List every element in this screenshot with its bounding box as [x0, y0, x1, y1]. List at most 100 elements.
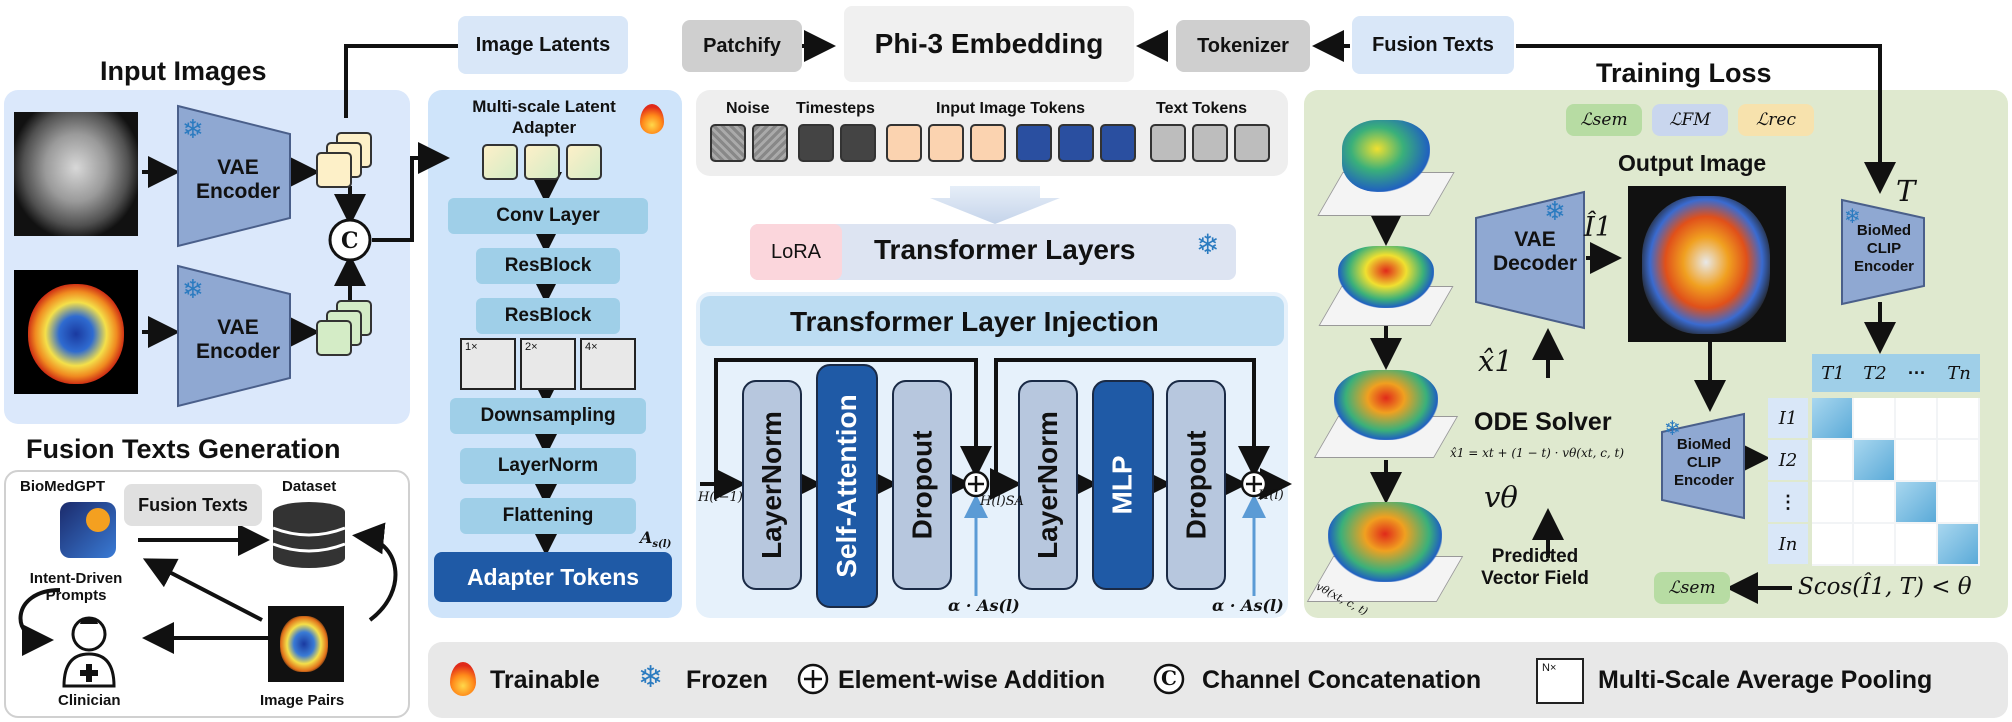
- flattening-block: Flattening: [460, 498, 636, 534]
- surface-plot-1: [1317, 112, 1455, 220]
- pool-label-1: 1×: [465, 341, 478, 353]
- dropout-2-text: Dropout: [1180, 430, 1212, 540]
- dataset-label: Dataset: [282, 478, 337, 495]
- resblock-2: ResBlock: [476, 298, 620, 334]
- input-image-tokens-label: Input Image Tokens: [936, 100, 1086, 117]
- input-images-title: Input Images: [100, 56, 267, 86]
- training-loss-title: Training Loss: [1596, 58, 1772, 88]
- h-out-label: H(l): [1258, 488, 1284, 503]
- dropout-1: Dropout: [892, 380, 952, 590]
- image-pairs-label: Image Pairs: [260, 692, 345, 709]
- i-row-header: In: [1768, 524, 1808, 564]
- snowflake-icon: ❄: [638, 661, 664, 694]
- t-col-header: Tn: [1938, 354, 1980, 392]
- x-hat-1-label: x̂1: [1478, 344, 1513, 378]
- t-label: T: [1896, 174, 1916, 208]
- layernorm-2: LayerNorm: [1018, 380, 1078, 590]
- pool-box-2: 2×: [520, 338, 576, 390]
- ode-equation: x̂1 = xt + (1 − t) · vθ(xt, c, t): [1450, 446, 1625, 460]
- t-col-label: ···: [1908, 362, 1926, 383]
- concat-symbol: C: [341, 228, 359, 254]
- biomed-clip-shape-2: [1661, 412, 1745, 520]
- pool-box-4: 4×: [580, 338, 636, 390]
- mlp-block: MLP: [1092, 380, 1154, 590]
- layernorm-1-text: LayerNorm: [756, 411, 787, 559]
- layernorm-block: LayerNorm: [460, 448, 636, 484]
- legend-element-add: Element-wise Addition: [838, 666, 1106, 694]
- self-attention-block: Self-Attention: [816, 364, 878, 608]
- vae-decoder-shape: [1475, 190, 1585, 330]
- vae-encoder-label-2: VAE Encoder: [195, 316, 281, 363]
- h-in-label: H(l−1): [698, 490, 743, 505]
- snowflake-icon: ❄: [1844, 206, 1861, 228]
- snowflake-icon: ❄: [182, 114, 204, 144]
- i-row-header: I2: [1768, 440, 1808, 480]
- legend-panel: [428, 642, 2008, 718]
- t-col-label: T2: [1863, 362, 1887, 384]
- biomed-clip-label-2: BioMed CLIP Encoder: [1673, 436, 1734, 489]
- i-row-label: ⋮: [1779, 491, 1797, 512]
- legend-multi-pool: Multi-Scale Average Pooling: [1598, 666, 1933, 694]
- intent-prompts-label: Intent-Driven Prompts: [29, 570, 123, 604]
- t-col-header: T1: [1812, 354, 1854, 392]
- similarity-grid: T1 T2 ··· Tn I1 I2 ⋮ In: [1766, 354, 1980, 570]
- mlp-text: MLP: [1107, 455, 1139, 515]
- fusion-texts-gen-label: Fusion Texts: [124, 484, 262, 526]
- i-row-header: I1: [1768, 398, 1808, 438]
- surface-plot-2: [1318, 238, 1454, 328]
- downsampling-block: Downsampling: [450, 398, 646, 434]
- output-image-label: Output Image: [1618, 150, 1767, 176]
- output-image: [1628, 186, 1786, 342]
- legend-channel-concat: Channel Concatenation: [1202, 666, 1482, 694]
- i-row-header: ⋮: [1768, 482, 1808, 522]
- biomedgpt-label: BioMedGPT: [20, 478, 105, 495]
- vae-decoder-label: VAE Decoder: [1492, 228, 1578, 275]
- pool-legend-box: N×: [1536, 658, 1584, 704]
- token-row: [710, 124, 1280, 166]
- pool-label-4: 4×: [585, 341, 598, 353]
- snowflake-icon: ❄: [1196, 229, 1220, 260]
- v-theta-label: vθ: [1484, 480, 1518, 514]
- t-col-header: ···: [1896, 354, 1938, 392]
- vae-encoder-shape-2: [177, 264, 291, 408]
- biomedgpt-icon: [60, 502, 116, 558]
- similarity-label: Scos(Î1, T) < θ: [1798, 574, 1972, 600]
- latent-stack-pet: [316, 300, 376, 360]
- biomed-clip-label-1: BioMed CLIP Encoder: [1853, 222, 1914, 275]
- clinician-icon: [62, 616, 116, 688]
- fusion-texts-top-label: Fusion Texts: [1352, 16, 1514, 74]
- l-rec-pill: ℒrec: [1738, 104, 1814, 136]
- ode-solver-label: ODE Solver: [1474, 408, 1612, 436]
- snowflake-icon: ❄: [1664, 418, 1681, 440]
- pool-box-1: 1×: [460, 338, 516, 390]
- image-latents-label: Image Latents: [458, 16, 628, 74]
- l-fm-pill: ℒFM: [1652, 104, 1728, 136]
- alpha-a-label-1: α · As(l): [948, 596, 1020, 615]
- i-row-label: In: [1778, 533, 1798, 555]
- database-icon: [272, 502, 346, 568]
- concat-circle-icon: [1153, 663, 1185, 695]
- phi3-embedding-label: Phi-3 Embedding: [844, 6, 1134, 82]
- l-sem-pill: ℒsem: [1566, 104, 1642, 136]
- dropout-2: Dropout: [1166, 380, 1226, 590]
- t-col-label: T1: [1821, 362, 1845, 384]
- adapter-tokens-block: Adapter Tokens: [434, 552, 672, 602]
- surface-plot-3: [1313, 364, 1459, 460]
- alpha-a-label-2: α · As(l): [1212, 596, 1284, 615]
- pet-image: [14, 270, 138, 394]
- adapter-title: Multi-scale Latent Adapter: [472, 97, 616, 137]
- snowflake-icon: ❄: [1544, 196, 1566, 226]
- text-tokens-label: Text Tokens: [1156, 100, 1247, 117]
- clinician-label: Clinician: [58, 692, 121, 709]
- timesteps-label: Timesteps: [796, 100, 875, 117]
- l-sem-out-pill: ℒsem: [1654, 572, 1730, 604]
- mri-image: [14, 112, 138, 236]
- concat-circle-letter: C: [1161, 666, 1177, 690]
- snowflake-icon: ❄: [182, 274, 204, 304]
- injection-header: [700, 296, 1284, 346]
- t-col-header: T2: [1854, 354, 1896, 392]
- conv-layer-block: Conv Layer: [448, 198, 648, 234]
- self-attention-text: Self-Attention: [831, 394, 862, 578]
- h-sa-label: H(l)SA: [980, 494, 1024, 509]
